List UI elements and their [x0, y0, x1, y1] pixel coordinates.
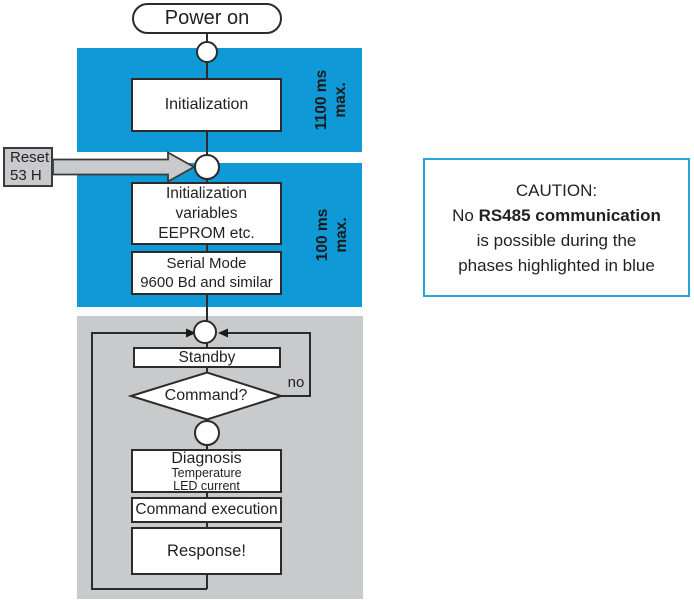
- caution-line-3: is possible during the: [476, 230, 637, 250]
- command-execution-node: Command execution: [131, 497, 282, 523]
- no-text: no: [287, 374, 305, 391]
- caution-line-2-bold: RS485 communication: [478, 205, 661, 225]
- caution-line-1: CAUTION:: [515, 180, 598, 200]
- init-variables-line2: variables: [175, 204, 238, 222]
- standby-label: Standby: [178, 348, 236, 366]
- phase1-duration-max: max.: [332, 82, 349, 118]
- standby-node: Standby: [133, 347, 281, 368]
- init-variables-node: Initialization variables EEPROM etc.: [131, 182, 282, 245]
- phase1-duration-label: 1100 ms max.: [311, 51, 351, 149]
- diagnosis-node: Diagnosis Temperature LED current: [131, 449, 282, 493]
- reset-code-label: 53 H: [10, 167, 42, 184]
- decision-label: Command?: [146, 387, 266, 405]
- init-variables-line1: Initialization: [166, 184, 247, 202]
- caution-line-4: phases highlighted in blue: [458, 255, 655, 275]
- serial-mode-line1: Serial Mode: [166, 255, 247, 272]
- decision-text: Command?: [164, 387, 248, 404]
- start-label: Power on: [164, 7, 250, 29]
- reset-label: Reset: [10, 149, 50, 166]
- initialization-label: Initialization: [164, 95, 249, 113]
- response-node: Response!: [131, 527, 282, 575]
- phase2-duration-label: 100 ms max.: [312, 186, 352, 284]
- initialization-node: Initialization: [131, 78, 282, 132]
- diagnosis-sub2: LED current: [173, 478, 240, 493]
- init-variables-line3: EEPROM etc.: [158, 224, 255, 242]
- phase2-duration-value: 100 ms: [314, 208, 331, 262]
- command-execution-label: Command execution: [135, 501, 278, 519]
- diagnosis-sub1: Temperature: [171, 465, 242, 480]
- start-node: Power on: [132, 3, 282, 34]
- response-label: Response!: [167, 541, 246, 560]
- reset-node: Reset 53 H: [3, 147, 53, 187]
- caution-line-2: No RS485 communication: [452, 203, 661, 228]
- caution-box: CAUTION: No RS485 communication is possi…: [423, 158, 690, 297]
- serial-mode-line2: 9600 Bd and similar: [140, 274, 273, 291]
- diagnosis-title: Diagnosis: [171, 449, 242, 467]
- caution-line-2-prefix: No: [452, 205, 479, 225]
- serial-mode-node: Serial Mode 9600 Bd and similar: [131, 251, 282, 295]
- no-label: no: [284, 374, 308, 391]
- phase2-duration-max: max.: [333, 217, 350, 253]
- phase1-duration-value: 1100 ms: [313, 69, 330, 131]
